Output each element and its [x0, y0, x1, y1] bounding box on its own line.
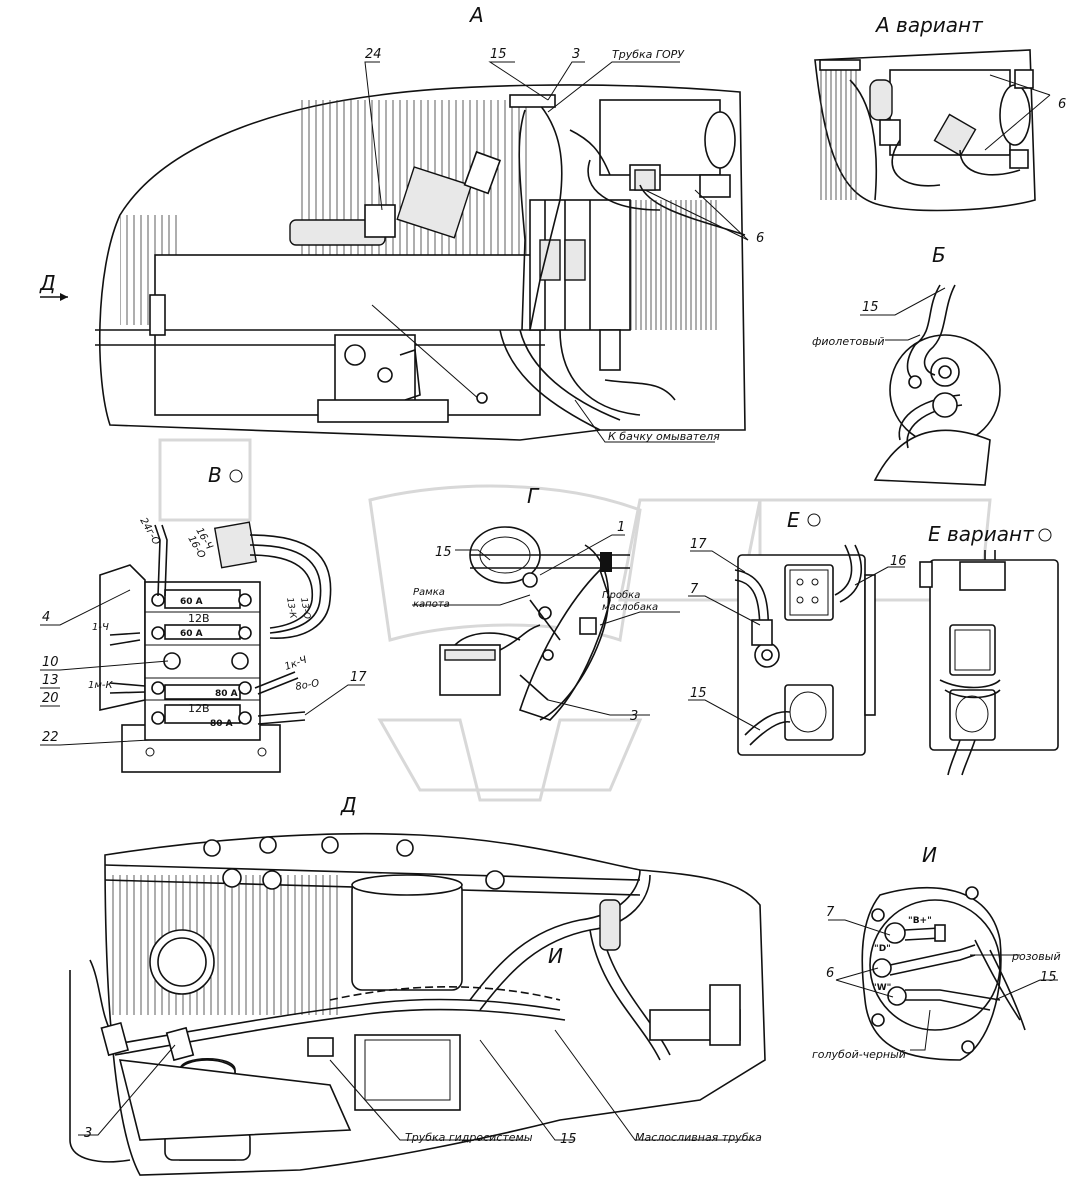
view-v-label-20: 20	[42, 691, 59, 706]
view-a-label-6: 6	[756, 231, 764, 246]
view-v	[40, 469, 365, 773]
view-a-label-15: 15	[490, 47, 507, 62]
view-i-title: И	[922, 843, 937, 867]
view-v-label-4: 4	[42, 610, 50, 625]
view-b-title: Б	[932, 243, 946, 267]
view-a-variant-title: А вариант	[874, 13, 984, 37]
view-g-label-15: 15	[435, 545, 452, 560]
voltage-12v-1: 12В	[188, 612, 210, 625]
view-g-label-1: 1	[617, 520, 625, 535]
terminal-b-plus: "B+"	[908, 916, 932, 926]
view-a-label-3: 3	[572, 47, 580, 62]
view-v-title: В	[208, 463, 222, 487]
view-d-label-3: 3	[84, 1126, 92, 1141]
view-e-label-15: 15	[690, 686, 707, 701]
view-g-title: Г	[527, 484, 540, 508]
view-i-label-6: 6	[826, 966, 834, 981]
view-a-title: А	[468, 3, 484, 27]
view-v-label-10: 10	[42, 655, 59, 670]
view-e-label-17: 17	[690, 537, 707, 552]
fuse-80a-1: 80 А	[215, 689, 238, 699]
view-b	[860, 284, 1001, 486]
view-i	[828, 886, 1058, 1061]
terminal-d: "D"	[874, 944, 891, 954]
view-i-marker: И	[548, 944, 563, 968]
view-d	[69, 832, 766, 1176]
wire-13o: 13-О	[298, 597, 312, 620]
view-e-variant	[919, 528, 1059, 776]
view-v-label-17: 17	[350, 670, 367, 685]
wire-8o: 8о-О	[295, 678, 321, 693]
view-g-label-3: 3	[630, 709, 638, 724]
view-b-violet: фиолетовый	[812, 335, 885, 348]
fuse-60a-2: 60 А	[180, 629, 203, 639]
voltage-12v-2: 12В	[188, 702, 210, 715]
fuse-60a-1: 60 А	[180, 597, 203, 607]
view-e	[688, 513, 905, 756]
view-i-label-15: 15	[1040, 970, 1057, 985]
view-a-to-washer: К бачку омывателя	[608, 430, 720, 443]
view-e-label-7: 7	[690, 582, 699, 597]
view-e-variant-title: Е вариант	[928, 522, 1035, 546]
view-e-title: Е	[787, 508, 800, 532]
view-d-label-15: 15	[560, 1132, 577, 1147]
view-v-label-22: 22	[42, 730, 59, 745]
view-a-variant-label-6: 6	[1058, 97, 1066, 112]
view-a-variant	[814, 49, 1051, 212]
view-v-label-13: 13	[42, 673, 59, 688]
view-a-tube-goru: Трубка ГОРУ	[612, 48, 685, 61]
wire-24g: 24г-О	[137, 516, 161, 547]
view-g	[412, 526, 680, 721]
view-b-label-15: 15	[862, 300, 879, 315]
hood-frame-line1: Рамка	[413, 587, 445, 598]
view-d-oil-drain: Маслосливная трубка	[635, 1131, 762, 1144]
hood-frame-line2: капота	[413, 599, 450, 610]
view-d-hydro-tube: Трубка гидросистемы	[405, 1131, 533, 1144]
wire-1k: 1к-Ч	[283, 655, 308, 673]
terminal-w: "W"	[872, 983, 891, 993]
view-d-title: Д	[340, 793, 357, 817]
view-a-label-24: 24	[365, 47, 382, 62]
wire-13k: 13-К	[284, 597, 298, 620]
view-e-label-16: 16	[890, 554, 907, 569]
view-i-label-7: 7	[826, 905, 835, 920]
view-i-blue-black: голубой-черный	[812, 1048, 906, 1061]
view-d-direction: Д	[39, 271, 56, 295]
oil-plug-line2: маслобака	[602, 601, 658, 613]
oil-plug-line1: Пробка	[602, 589, 640, 601]
fuse-80a-2: 80 А	[210, 719, 233, 729]
view-i-pink: розовый	[1011, 950, 1061, 963]
wire-1ch: 1-Ч	[92, 622, 109, 633]
wire-1mk: 1м-К	[88, 680, 114, 691]
view-a	[40, 61, 749, 443]
